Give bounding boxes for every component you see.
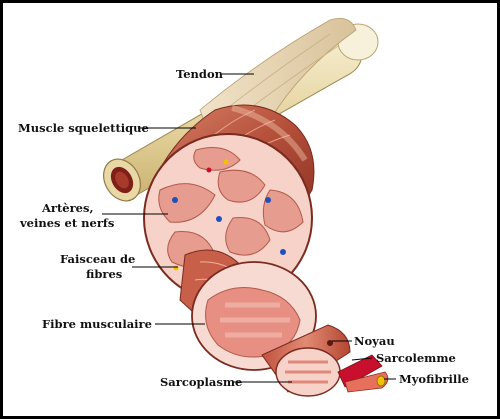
- label-faisceau-line2: fibres: [86, 267, 122, 281]
- label-sarcolemme: Sarcolemme: [376, 351, 456, 365]
- label-sarcoplasme: Sarcoplasme: [160, 375, 242, 389]
- label-arteres-line1: Artères,: [41, 201, 93, 215]
- label-muscle-squelettique: Muscle squelettique: [18, 121, 149, 135]
- sarcolemme-leader: [351, 357, 373, 361]
- label-arteres-line2: veines et nerfs: [19, 216, 114, 230]
- label-noyau: Noyau: [354, 334, 395, 348]
- muscle-fiber: [261, 324, 389, 397]
- label-fibre-musculaire: Fibre musculaire: [42, 317, 152, 331]
- label-faisceau-line1: Faisceau de: [60, 252, 135, 266]
- label-myofibrille: Myofibrille: [399, 372, 469, 386]
- label-tendon: Tendon: [176, 67, 224, 81]
- fiber-bundle: [179, 249, 317, 371]
